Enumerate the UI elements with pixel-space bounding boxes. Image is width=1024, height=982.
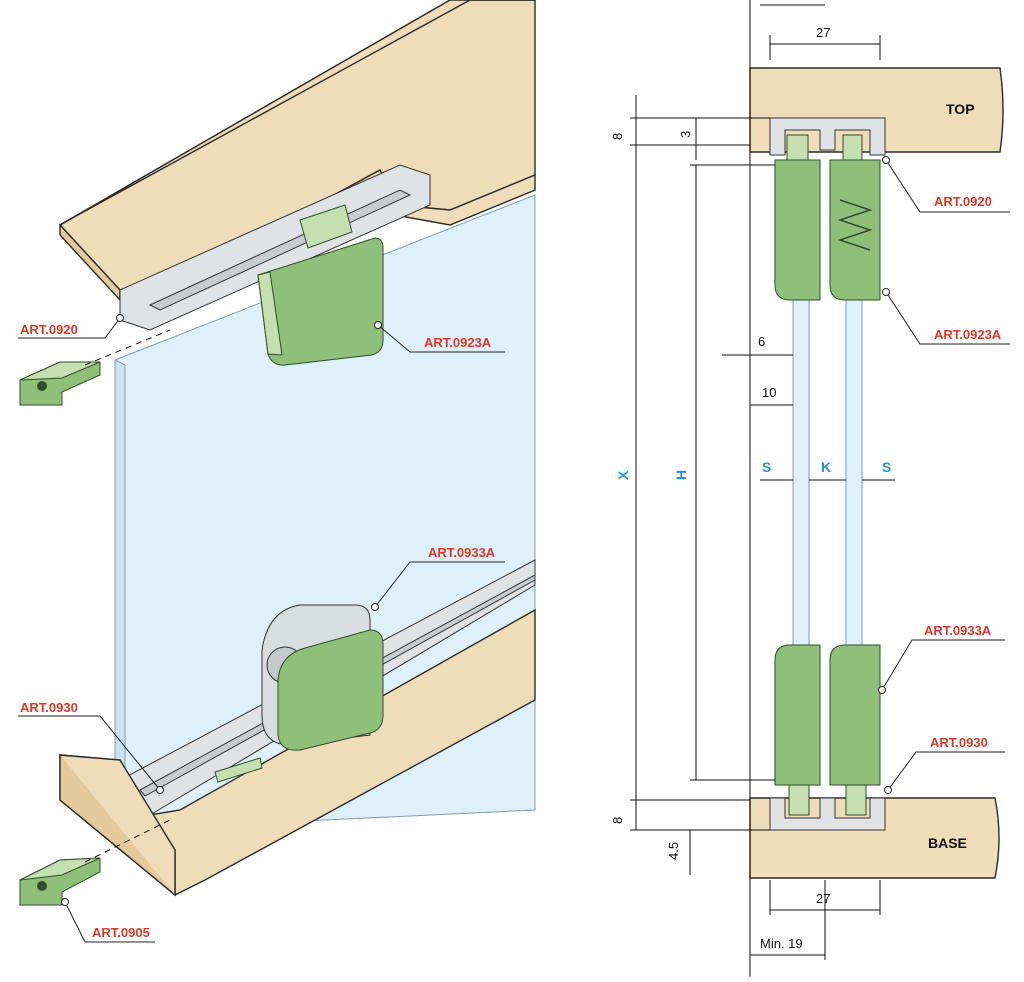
bottom-guide-insert xyxy=(214,757,263,783)
section-roller-left xyxy=(774,644,821,786)
label-base: BASE xyxy=(928,835,967,851)
section-glass-left xyxy=(792,289,810,651)
section-top-guide-right xyxy=(829,159,881,301)
dim-top-8 xyxy=(630,95,770,145)
leader-sec-0930 xyxy=(887,751,1005,791)
dim-top-27-value: 27 xyxy=(816,25,830,40)
dim-top-8-value: 8 xyxy=(610,133,625,140)
label-iso-art-0933a: ART.0933A xyxy=(428,545,496,560)
leader-iso-0905 xyxy=(64,901,155,943)
leader-iso-0920 xyxy=(18,317,121,339)
section-top-board xyxy=(749,67,1004,153)
bottom-assembly-line xyxy=(84,819,171,863)
label-iso-art-0930: ART.0930 xyxy=(20,700,78,715)
dim-min-19-value: Min. 19 xyxy=(760,936,803,951)
bottom-board-outline xyxy=(59,754,176,895)
top-guide-clamp xyxy=(257,237,384,366)
leader-iso-0933a xyxy=(374,561,505,608)
bottom-roller-clamp xyxy=(277,629,384,751)
dim-bottom-8 xyxy=(630,800,770,831)
label-sec-art-0920: ART.0920 xyxy=(934,194,992,209)
top-end-stop xyxy=(19,361,101,406)
section-spring xyxy=(837,199,873,251)
dim-s2-value: S xyxy=(882,459,891,475)
top-assembly-line xyxy=(84,329,171,366)
section-top-guide-left xyxy=(774,159,821,301)
leader-sec-0923a xyxy=(885,291,1010,345)
dim-h-value: H xyxy=(673,470,689,480)
dim-k-value: K xyxy=(821,459,831,475)
dim-min-19 xyxy=(750,880,826,960)
label-iso-art-0920: ART.0920 xyxy=(20,322,78,337)
section-view: TOP BASE 27 27 Min. 19 xyxy=(610,0,1010,977)
dim-bottom-45-value: 4.5 xyxy=(666,842,681,860)
top-guide-pin xyxy=(299,204,353,249)
leader-iso-0930 xyxy=(18,715,161,791)
dim-6-value: 6 xyxy=(758,334,765,349)
label-sec-art-0930: ART.0930 xyxy=(930,735,988,750)
dim-bottom-8-value: 8 xyxy=(610,817,625,824)
label-top: TOP xyxy=(946,101,975,117)
leader-sec-0933a xyxy=(881,639,1005,691)
leader-iso-0923a xyxy=(377,324,505,353)
top-guide-side xyxy=(257,271,283,356)
top-board-top xyxy=(59,0,535,226)
section-base-rail xyxy=(769,797,886,831)
dim-bottom-27-value: 27 xyxy=(816,891,830,906)
leader-sec-0920 xyxy=(885,159,1010,213)
dim-h xyxy=(690,164,775,781)
section-roller-right xyxy=(829,644,881,786)
label-sec-art-0933a: ART.0933A xyxy=(924,623,992,638)
dim-x xyxy=(630,144,750,801)
section-wheel-left xyxy=(788,784,810,816)
dim-top-3-value: 3 xyxy=(678,131,693,138)
section-wheel-right xyxy=(845,784,867,816)
label-iso-art-0923a: ART.0923A xyxy=(424,335,492,350)
dim-10-value: 10 xyxy=(762,385,776,400)
dim-top-27 xyxy=(769,35,881,60)
dim-x-value: X xyxy=(615,470,631,480)
section-glass-right xyxy=(845,289,863,651)
isometric-view: ART.0920 ART.0923A ART.0933A ART.0930 AR… xyxy=(18,0,536,943)
bottom-end-stop xyxy=(19,857,101,906)
label-iso-art-0905: ART.0905 xyxy=(92,925,150,940)
dim-s1-value: S xyxy=(762,459,771,475)
section-top-rail xyxy=(769,117,886,156)
label-sec-art-0923a: ART.0923A xyxy=(934,327,1002,342)
